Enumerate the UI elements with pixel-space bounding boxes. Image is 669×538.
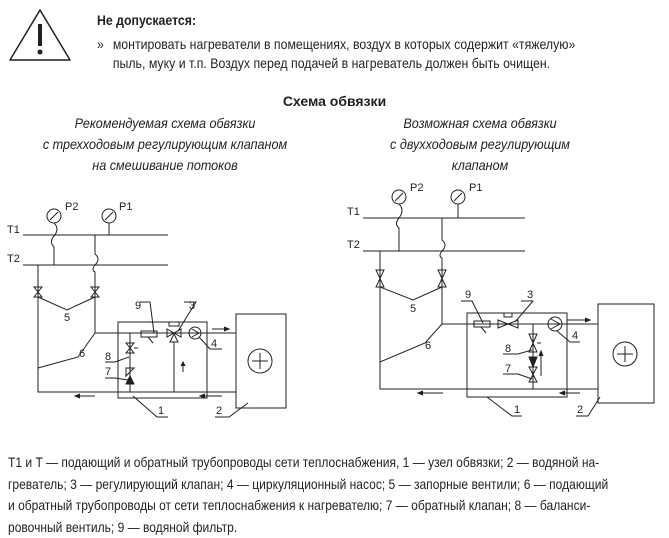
label-t2: T2	[347, 239, 360, 251]
label-9: 9	[465, 289, 471, 301]
heater-icon	[613, 342, 637, 366]
legend-line: греватель; 3 — регулирующий клапан; 4 — …	[8, 474, 662, 496]
two-way-valve-icon	[498, 313, 518, 328]
label-2: 2	[577, 404, 583, 416]
legend-line: T1 и T — подающий и обратный трубопровод…	[8, 452, 662, 474]
balancing-valve-icon	[529, 334, 541, 352]
filter-icon	[474, 321, 490, 333]
label-6: 6	[425, 340, 431, 352]
pressure-gauge-icon	[392, 190, 406, 204]
legend: T1 и T — подающий и обратный трубопровод…	[8, 452, 662, 538]
label-5: 5	[410, 303, 416, 315]
legend-line: ровочный вентиль; 9 — водяной фильтр.	[8, 517, 662, 538]
label-4: 4	[572, 330, 578, 342]
label-8: 8	[505, 343, 511, 355]
label-p1: P1	[469, 182, 482, 194]
label-t1: T1	[347, 206, 360, 218]
label-7: 7	[505, 363, 511, 375]
label-p2: P2	[410, 182, 423, 194]
label-1: 1	[514, 404, 520, 416]
pressure-gauge-icon	[451, 190, 465, 218]
label-3: 3	[527, 289, 533, 301]
legend-line: и обратный трубопроводы от сети теплосна…	[8, 495, 662, 517]
